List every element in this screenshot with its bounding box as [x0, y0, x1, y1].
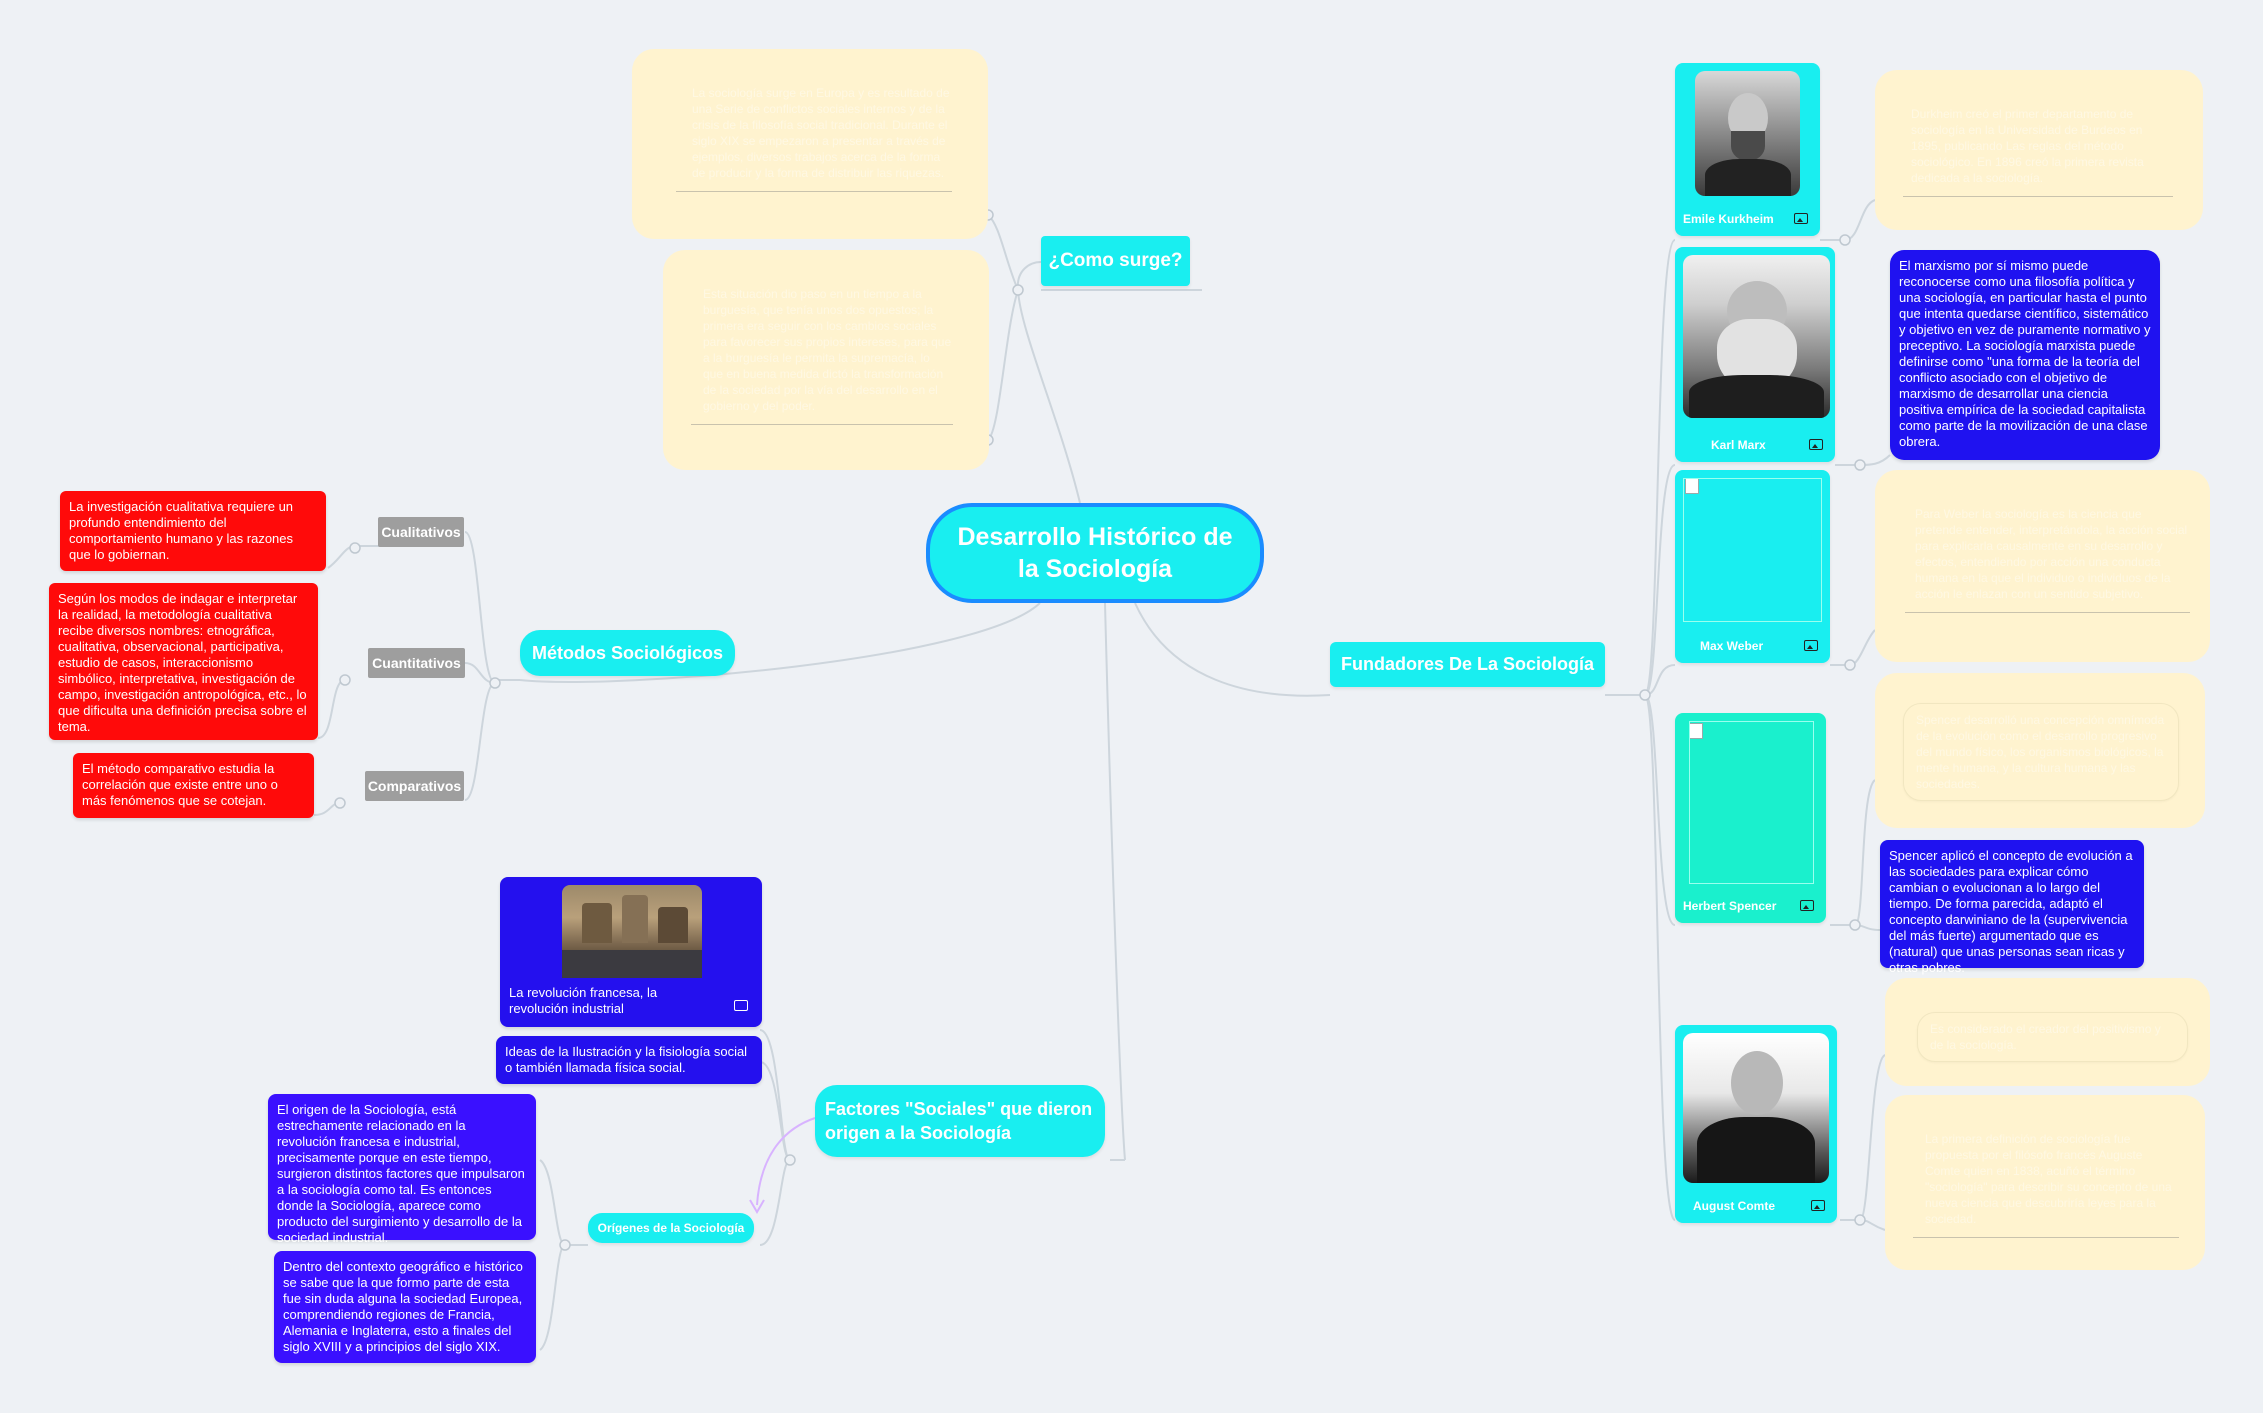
note-como-surge-2[interactable]: Esta situación dio paso en un tiempo a l…	[663, 250, 989, 470]
portrait-marx	[1683, 255, 1830, 418]
card-herbert-spencer[interactable]: Herbert Spencer	[1675, 713, 1826, 923]
image-icon[interactable]	[1800, 900, 1814, 911]
image-frame	[1689, 721, 1814, 884]
note-text: Esta situación dio paso en un tiempo a l…	[703, 287, 952, 413]
note-text: La primera definición de sociología fue …	[1925, 1132, 2172, 1226]
note-spencer-1[interactable]: Spencer desarrolló una concepción omnímo…	[1875, 673, 2205, 828]
name-label: Emile Kurkheim	[1683, 212, 1774, 226]
image-icon[interactable]	[734, 1000, 748, 1011]
note-spencer-2[interactable]: Spencer aplicó el concepto de evolución …	[1880, 840, 2144, 975]
name-label: Herbert Spencer	[1683, 899, 1777, 913]
image-icon[interactable]	[1811, 1200, 1825, 1211]
note-comte-2[interactable]: La primera definición de sociología fue …	[1885, 1095, 2205, 1270]
note-underline	[1913, 1237, 2179, 1238]
note-max-weber[interactable]: Para Weber la sociología es la ciencia q…	[1875, 470, 2210, 662]
note-kurkheim[interactable]: Durkheim creó el primer departamento de …	[1875, 70, 2203, 230]
label-cuantitativos[interactable]: Cuantitativos	[368, 648, 465, 678]
topic-fundadores[interactable]: Fundadores De La Sociología	[1330, 642, 1605, 687]
note-origen-1[interactable]: El origen de la Sociología, está estrech…	[268, 1094, 536, 1245]
note-underline	[676, 191, 952, 192]
note-underline	[691, 424, 953, 425]
card-revolucion[interactable]: La revolución francesa, la revolución in…	[500, 877, 762, 1027]
note-origen-2[interactable]: Dentro del contexto geográfico e históri…	[274, 1251, 536, 1363]
name-label: Max Weber	[1700, 639, 1764, 653]
note-text: Durkheim creó el primer departamento de …	[1911, 107, 2144, 185]
note-cuantitativos[interactable]: Según los modos de indagar e interpretar…	[49, 583, 318, 740]
root-topic[interactable]: Desarrollo Histórico de la Sociología	[926, 503, 1264, 603]
note-como-surge-1[interactable]: La sociología surge en Europa y es resul…	[632, 49, 988, 239]
topic-metodos-sociologicos[interactable]: Métodos Sociológicos	[520, 630, 735, 676]
topic-factores-sociales[interactable]: Factores "Sociales" que dieron origen a …	[815, 1085, 1105, 1157]
note-text: Es considerado el creador del positivism…	[1917, 1012, 2188, 1062]
card-august-comte[interactable]: August Comte	[1675, 1025, 1837, 1223]
image-frame	[1683, 478, 1822, 622]
note-text: La sociología surge en Europa y es resul…	[692, 86, 950, 180]
card-emile-kurkheim[interactable]: Emile Kurkheim	[1675, 63, 1820, 236]
name-label: August Comte	[1693, 1199, 1775, 1213]
revolucion-image	[562, 885, 702, 978]
label-comparativos[interactable]: Comparativos	[365, 771, 464, 801]
note-underline	[1903, 196, 2173, 197]
note-text: Spencer desarrolló una concepción omnímo…	[1903, 703, 2179, 801]
topic-como-surge[interactable]: ¿Como surge?	[1041, 236, 1190, 286]
topic-origenes-sociologia[interactable]: Orígenes de la Sociología	[588, 1213, 754, 1243]
image-icon[interactable]	[1794, 213, 1808, 224]
card-max-weber[interactable]: Max Weber	[1675, 470, 1830, 663]
note-karl-marx[interactable]: El marxismo por sí mismo puede reconocer…	[1890, 250, 2160, 460]
image-icon[interactable]	[1809, 439, 1823, 450]
name-label: Karl Marx	[1711, 438, 1766, 452]
card-karl-marx[interactable]: Karl Marx	[1675, 247, 1835, 462]
image-icon[interactable]	[1804, 640, 1818, 651]
label-cualitativos[interactable]: Cualitativos	[378, 517, 464, 547]
note-cualitativos[interactable]: La investigación cualitativa requiere un…	[60, 491, 326, 571]
portrait-kurkheim	[1695, 71, 1800, 196]
note-text: Para Weber la sociología es la ciencia q…	[1915, 507, 2188, 601]
revolucion-text: La revolución francesa, la revolución in…	[509, 985, 658, 1016]
note-comte-1[interactable]: Es considerado el creador del positivism…	[1885, 978, 2210, 1086]
note-comparativos[interactable]: El método comparativo estudia la correla…	[73, 753, 314, 818]
note-underline	[1905, 612, 2190, 613]
note-ideas-ilustracion[interactable]: Ideas de la Ilustración y la fisiología …	[496, 1036, 762, 1084]
portrait-comte	[1683, 1033, 1829, 1183]
